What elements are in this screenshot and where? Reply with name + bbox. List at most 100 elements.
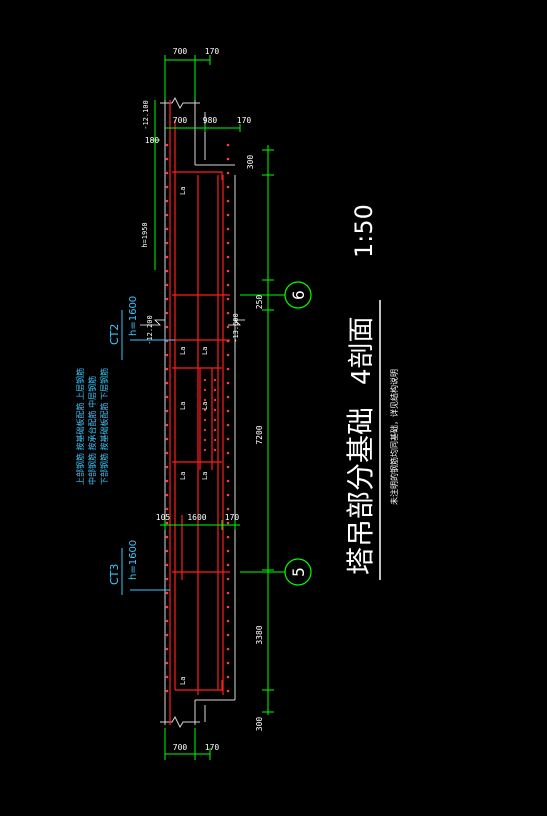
axis-5-label: 5 (289, 567, 308, 577)
rebar-dots (165, 143, 230, 693)
dim-3380: 3380 (255, 625, 264, 644)
rebar-dot (203, 448, 207, 452)
rebar-dot (226, 675, 230, 679)
rebar-dot (203, 438, 207, 442)
section-label: 4剖面 (347, 316, 377, 385)
rebar-dot (165, 521, 169, 525)
dim-top2-980: 980 (203, 116, 218, 125)
elevation-markers (140, 319, 245, 326)
rebar-dot (203, 378, 207, 382)
rebar-dot (226, 185, 230, 189)
rebar-dot (226, 521, 230, 525)
rebar-dot (226, 353, 230, 357)
rebar-dot (226, 563, 230, 567)
axis-6-label: 6 (289, 290, 308, 300)
rebar-dot (165, 563, 169, 567)
lap-label: La (179, 347, 187, 355)
lap-label: La (201, 347, 209, 355)
rebar-dot (226, 591, 230, 595)
rebar-dot (213, 388, 217, 392)
rebar-dot (203, 428, 207, 432)
rebar-dot (165, 381, 169, 385)
rebar-dot (165, 255, 169, 259)
rebar-dot (165, 605, 169, 609)
drawing-note: 未注明的钢筋均同基础，详见结构说明 (389, 369, 399, 505)
rebar-dot (226, 143, 230, 147)
rebar-dot (226, 255, 230, 259)
rebar-lines (169, 100, 230, 725)
elev-13600: -13.600 (232, 313, 240, 343)
rebar-dot (165, 283, 169, 287)
rebar-dot (165, 577, 169, 581)
rebar-dot (165, 171, 169, 175)
rebar-dot (165, 311, 169, 315)
rebar-dot (226, 283, 230, 287)
dim-h1950: h=1950 (141, 222, 149, 247)
rebar-dot (226, 157, 230, 161)
rebar-dot (226, 241, 230, 245)
rebar-dot (165, 227, 169, 231)
rebar-dot (165, 689, 169, 693)
rebar-dot (203, 398, 207, 402)
rebar-dot (165, 367, 169, 371)
rebar-dot (165, 647, 169, 651)
axis-5: 5 (284, 558, 312, 586)
rebar-dot (165, 619, 169, 623)
rebar-dot (213, 428, 217, 432)
rebar-dot (213, 398, 217, 402)
rebar-dot (226, 325, 230, 329)
rebar-dot (213, 438, 217, 442)
rebar-dot (226, 535, 230, 539)
rebar-dot (165, 297, 169, 301)
dim-mid-1600: 1600 (187, 513, 206, 522)
dim-bot-170: 170 (205, 743, 220, 752)
rebar-dot (165, 423, 169, 427)
rebar-dot (226, 227, 230, 231)
rebar-dot (226, 381, 230, 385)
rebar-dot (165, 549, 169, 553)
rebar-dot (165, 451, 169, 455)
rebar-dot (226, 633, 230, 637)
rebar-dot (226, 311, 230, 315)
ct2-name: CT2 (108, 324, 121, 345)
rebar-dot (226, 213, 230, 217)
lap-labels: La La La La La La La La (179, 187, 209, 685)
rebar-dot (226, 367, 230, 371)
legend-line-1: 上部钢筋 按基础板配筋 上层钢筋 (75, 368, 85, 485)
rebar-dot (226, 549, 230, 553)
title-block: 塔吊部分基础 4剖面 1:50 未注明的钢筋均同基础，详见结构说明 (344, 204, 399, 580)
rebar-dot (226, 619, 230, 623)
rebar-dot (226, 297, 230, 301)
dim-top-700: 700 (173, 47, 188, 56)
dim-top2-170: 170 (237, 116, 252, 125)
rebar-dot (165, 185, 169, 189)
rebar-dot (226, 269, 230, 273)
drawing-scale: 1:50 (350, 204, 378, 258)
lap-label: La (179, 472, 187, 480)
elev-12200: -12.200 (146, 315, 154, 345)
rebar-dot (226, 409, 230, 413)
dim-bot-700: 700 (173, 743, 188, 752)
rebar-dot (226, 493, 230, 497)
dim-mid-170: 170 (225, 513, 240, 522)
dim-mid-105: 105 (156, 513, 171, 522)
axis-circle-6 (284, 281, 312, 309)
lap-label: La (179, 187, 187, 195)
legend-line-3: 下部钢筋 按基础板配筋 下层钢筋 (99, 368, 109, 485)
dim-7200: 7200 (255, 425, 264, 444)
rebar-dot (165, 157, 169, 161)
lap-label: La (179, 402, 187, 410)
rebar-dot (226, 199, 230, 203)
rebar-dot (226, 605, 230, 609)
rebar-dot (226, 395, 230, 399)
rebar-dot (165, 507, 169, 511)
rebar-dot (165, 143, 169, 147)
dim-250: 250 (255, 295, 264, 310)
ct2-height: h=1600 (128, 296, 139, 336)
rebar-dot (165, 353, 169, 357)
rebar-dot (226, 689, 230, 693)
dim-top2-700: 700 (173, 116, 188, 125)
ct3-name: CT3 (108, 564, 121, 585)
dim-left-180: 180 (145, 136, 160, 145)
